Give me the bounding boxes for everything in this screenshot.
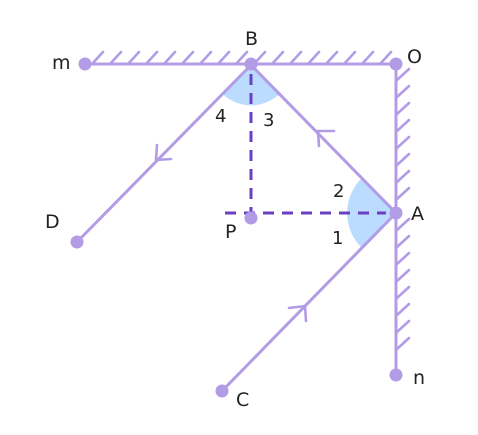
label-b: B [245,28,258,50]
angle-3-4-sector [222,65,280,106]
angle-label-3: 3 [263,110,274,131]
label-m: m [52,52,71,74]
point-o [389,57,403,71]
arrow-ray-c-a [287,304,308,323]
light-rays [75,63,398,393]
ray-c-a [220,211,398,393]
angle-1-2-sector [347,178,396,248]
point-b [244,57,258,71]
angle-label-4: 4 [215,106,226,127]
arrow-ray-b-d [154,143,173,162]
ray-arrows [154,129,336,323]
ray-b-d [75,63,253,244]
label-p: P [225,221,236,243]
point-labels: m B O A n C D P [45,28,425,411]
point-m [78,57,92,71]
label-a: A [411,203,424,225]
angle-shading [222,65,396,248]
angle-labels: 1 2 3 4 [215,106,344,249]
label-n: n [413,367,425,389]
angle-label-2: 2 [333,181,344,202]
label-c: C [236,389,249,411]
point-n [389,368,403,382]
angle-label-1: 1 [332,228,343,249]
label-d: D [45,211,60,233]
point-p [244,211,258,225]
label-o: O [407,46,422,68]
point-a [389,206,403,220]
ray-a-b [249,63,398,215]
points [70,57,403,398]
point-c [215,384,229,398]
point-d [70,235,84,249]
arrow-ray-a-b [316,129,336,148]
